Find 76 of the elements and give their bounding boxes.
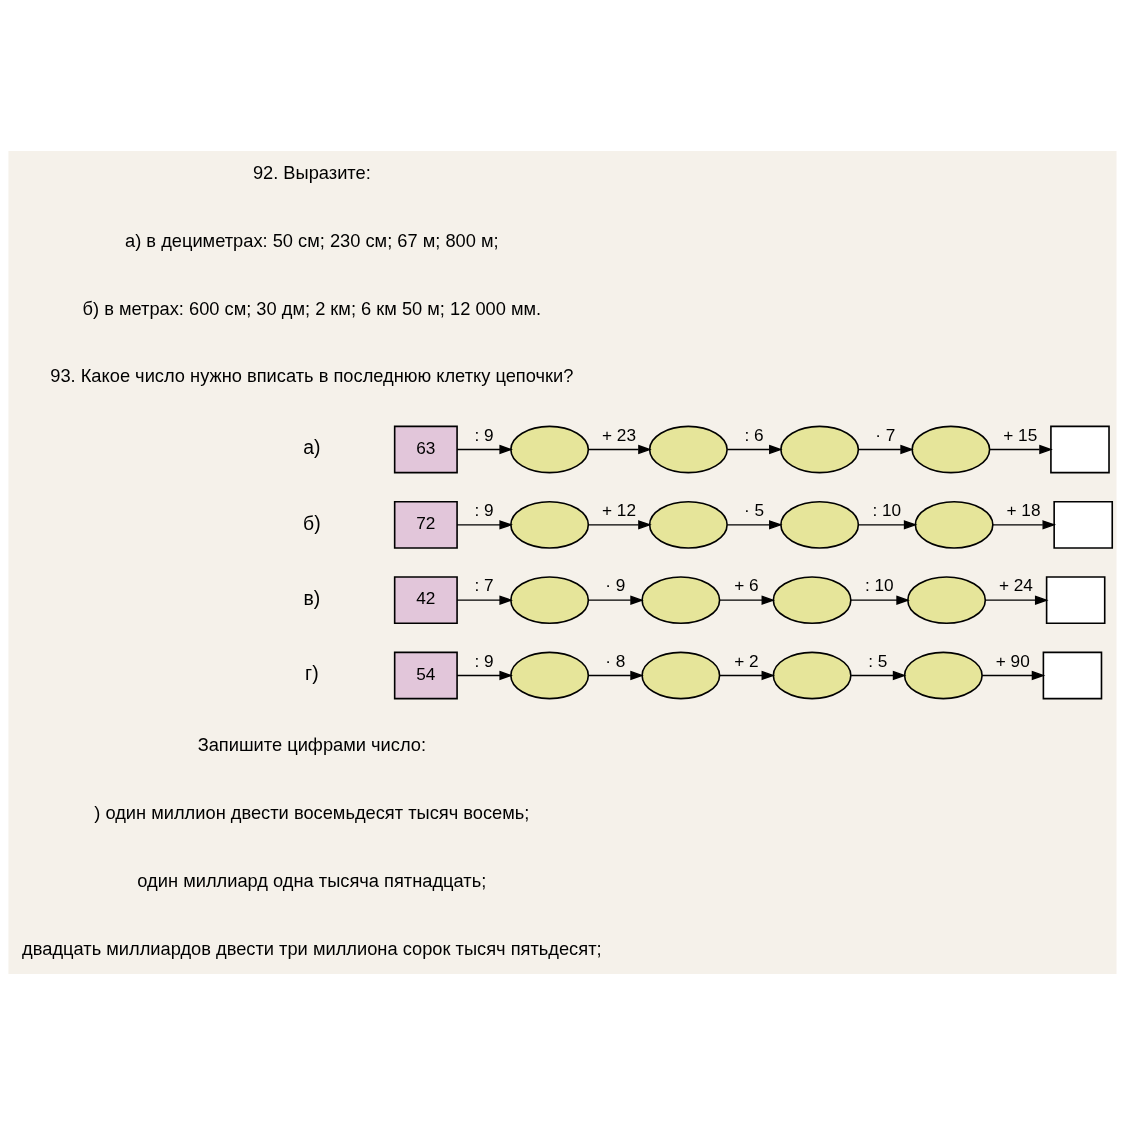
label: 93. Какое число нужно вписать в последнюю клетку цепочки? <box>50 365 574 387</box>
node-box: 72 <box>393 500 458 549</box>
node-circle <box>510 651 590 700</box>
arrow <box>857 444 914 455</box>
arrow <box>992 520 1057 530</box>
arrow <box>857 520 918 530</box>
edge-label: + 6 <box>734 575 759 596</box>
arrow <box>587 444 652 455</box>
node-circle <box>641 576 721 625</box>
label: двадцать миллиардов двести три миллиона сорок тысяч пятьдесят; <box>22 937 602 959</box>
node-circle <box>772 651 852 700</box>
node-circle <box>641 651 721 700</box>
edge-label: : 5 <box>868 650 888 671</box>
node-circle <box>772 576 852 625</box>
node-box: 54 <box>393 651 458 700</box>
edge-label: : 9 <box>474 650 494 671</box>
arrow <box>850 670 907 681</box>
edge-label: · 9 <box>605 575 626 596</box>
edge-label: : 9 <box>474 424 494 445</box>
node-circle <box>648 425 728 474</box>
arrow <box>984 595 1049 605</box>
label: б) в метрах: 600 см; 30 дм; 2 км; 6 км 50 м; 12 000 мм. <box>82 297 542 319</box>
edge-label: + 18 <box>1006 500 1041 521</box>
node-circle <box>903 651 983 700</box>
node-circle <box>780 425 860 474</box>
node-box: 63 <box>393 425 458 474</box>
label: б) <box>303 511 321 534</box>
arrow <box>587 670 644 681</box>
edge-label: · 5 <box>743 500 765 521</box>
node-circle <box>780 500 860 549</box>
node-box: 42 <box>393 576 458 625</box>
label: в) <box>303 586 321 609</box>
edge-label: · 8 <box>605 650 626 671</box>
arrow <box>456 444 513 455</box>
edge-label: · 7 <box>875 424 896 445</box>
arrow <box>726 444 783 455</box>
node-box <box>1053 500 1114 549</box>
node-circle <box>914 500 994 549</box>
label: Запишите цифрами число: <box>197 734 427 756</box>
edge-label: : 10 <box>872 500 902 521</box>
label: а) <box>303 436 321 459</box>
edge-label: : 6 <box>744 424 764 445</box>
arrow <box>988 444 1053 455</box>
node-circle <box>510 500 590 549</box>
label: один миллиард одна тысяча пятнадцать; <box>137 869 487 891</box>
arrow <box>719 595 776 605</box>
arrow <box>981 670 1046 681</box>
node-circle <box>911 425 991 474</box>
node-circle <box>510 576 590 625</box>
edge-label: + 15 <box>1003 424 1038 445</box>
arrow <box>456 595 513 605</box>
edge-label: : 9 <box>474 500 494 521</box>
edge-label: + 90 <box>995 650 1030 671</box>
node-circle <box>510 425 590 474</box>
edge-label: : 7 <box>474 575 494 596</box>
arrow <box>456 670 513 681</box>
node-box <box>1050 425 1110 474</box>
arrow <box>719 670 776 681</box>
arrow <box>850 595 910 605</box>
edge-label: + 24 <box>998 575 1033 596</box>
arrow <box>456 520 513 530</box>
node-circle <box>907 576 987 625</box>
label: г) <box>305 662 319 685</box>
arrow <box>726 520 783 530</box>
node-box <box>1045 576 1106 625</box>
edge-label: : 10 <box>864 575 894 596</box>
edge-label: + 23 <box>602 424 636 445</box>
label: а) в дециметрах: 50 см; 230 см; 67 м; 800 м; <box>125 229 499 251</box>
node-box <box>1042 651 1103 700</box>
node-circle <box>648 500 728 549</box>
label: ) один миллион двести восемьдесят тысяч восемь; <box>94 802 530 824</box>
edge-label: + 12 <box>602 500 636 521</box>
edge-label: + 2 <box>734 650 759 671</box>
label: 92. Выразите: <box>252 162 371 184</box>
arrow <box>587 595 644 605</box>
arrow <box>587 520 652 530</box>
